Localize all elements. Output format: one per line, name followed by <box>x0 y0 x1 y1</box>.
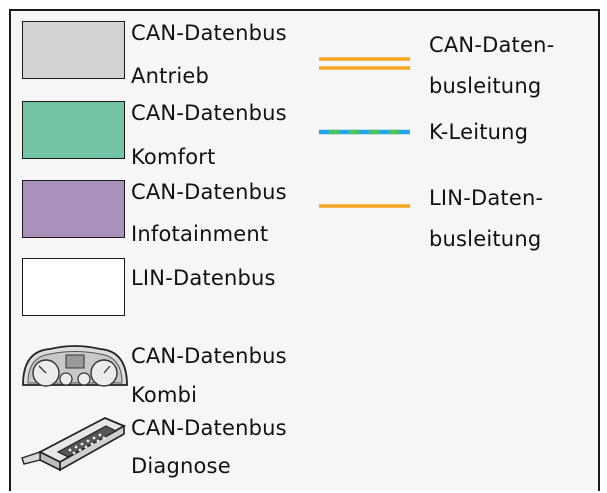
label-can-komfort-2: Komfort <box>131 145 216 169</box>
label-can-kombi-2: Kombi <box>131 383 198 407</box>
lin-datenbusleitung-line <box>319 204 410 208</box>
label-lin-datenbusleitung-1: LIN-Daten- <box>429 186 544 210</box>
label-lin-datenbus: LIN-Datenbus <box>131 266 276 290</box>
label-can-datenbusleitung-1: CAN-Daten- <box>429 33 555 57</box>
label-can-infotainment-2: Infotainment <box>131 222 269 246</box>
swatch-can-infotainment <box>22 180 125 238</box>
swatch-can-antrieb <box>22 21 125 79</box>
label-can-antrieb-1: CAN-Datenbus <box>131 21 287 45</box>
label-can-infotainment-1: CAN-Datenbus <box>131 180 287 204</box>
swatch-lin-datenbus <box>22 258 125 316</box>
instrument-cluster-icon <box>22 345 128 387</box>
k-leitung-line <box>319 129 410 135</box>
label-can-komfort-1: CAN-Datenbus <box>131 101 287 125</box>
label-k-leitung: K-Leitung <box>429 120 529 144</box>
diagnostic-connector-icon <box>21 417 127 472</box>
swatch-can-komfort <box>22 101 125 159</box>
label-can-antrieb-2: Antrieb <box>131 64 210 88</box>
legend-panel: CAN-Datenbus Antrieb CAN-Datenbus Komfor… <box>9 9 600 491</box>
label-can-datenbusleitung-2: busleitung <box>429 74 542 98</box>
label-lin-datenbusleitung-2: busleitung <box>429 227 542 251</box>
label-can-diagnose-1: CAN-Datenbus <box>131 416 287 440</box>
can-datenbusleitung-line <box>319 57 410 70</box>
label-can-kombi-1: CAN-Datenbus <box>131 344 287 368</box>
label-can-diagnose-2: Diagnose <box>131 454 231 478</box>
